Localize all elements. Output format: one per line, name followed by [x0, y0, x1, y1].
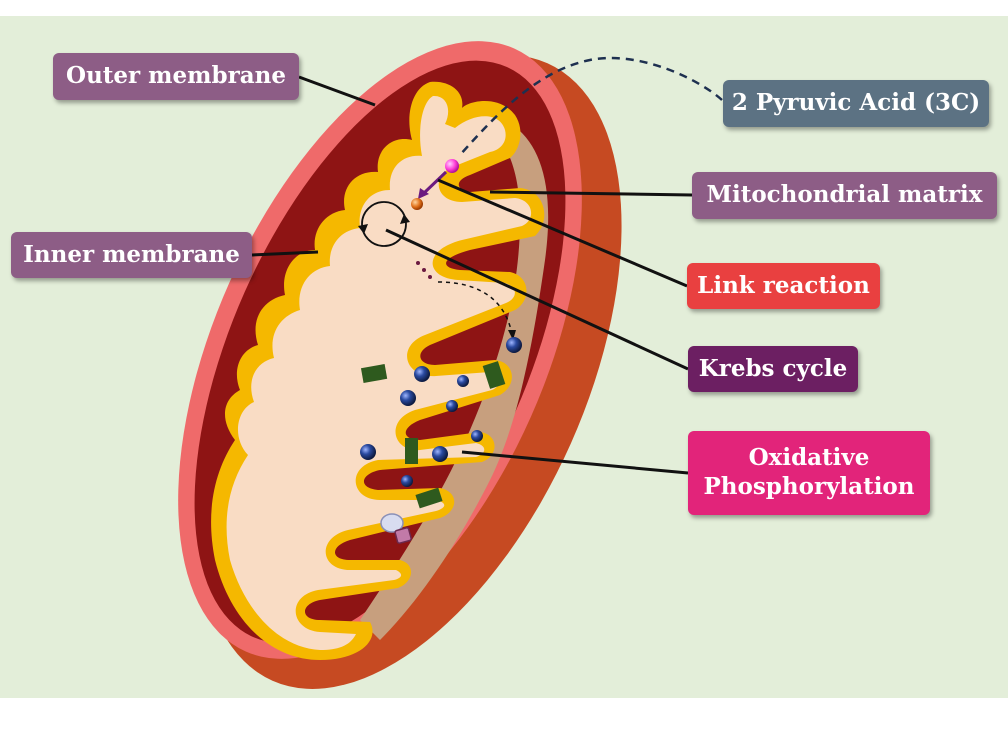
electron-carrier [432, 446, 448, 462]
mitochondrial-matrix-text: Mitochondrial matrix [706, 181, 983, 209]
inner-membrane-text: Inner membrane [23, 240, 240, 268]
electron-carrier [506, 337, 522, 353]
protein-complex [360, 364, 388, 383]
phosphorylation-line: Phosphorylation [703, 473, 915, 500]
link-arrow [422, 170, 448, 195]
mitochondrial-matrix-label: Mitochondrial matrix [692, 172, 997, 219]
oxidative-line: Oxidative [748, 444, 870, 472]
krebs-cycle-symbol [358, 201, 410, 247]
protein-complex [482, 361, 506, 389]
electron-carrier [400, 390, 416, 406]
electron-carrier [446, 400, 458, 412]
bottom-margin [0, 698, 1008, 747]
link-reaction-leader [437, 178, 688, 288]
pyruvic-acid-text: 2 Pyruvic Acid (3C) [731, 89, 981, 117]
electron-flow-path [416, 261, 516, 340]
pyruvate-entry-path [459, 56, 723, 156]
electron-carrier [414, 366, 430, 382]
krebs-cycle-label: Krebs cycle [688, 346, 858, 392]
krebs-cycle-text: Krebs cycle [698, 354, 848, 382]
inner-membrane-label: Inner membrane [11, 232, 252, 278]
matrix-leader [489, 190, 693, 197]
pyruvic-acid-label: 2 Pyruvic Acid (3C) [723, 80, 989, 127]
top-margin [0, 0, 1008, 16]
inner-membrane-leader [251, 250, 319, 257]
protein-complex [415, 487, 443, 509]
electron-carrier [401, 475, 413, 487]
link-reaction-molecules [411, 159, 459, 210]
electron-transport-chain [360, 337, 522, 509]
outer-membrane-text: Outer membrane [66, 62, 286, 90]
outer-membrane-leader [298, 75, 376, 107]
outer-membrane-label: Outer membrane [53, 53, 299, 100]
krebs-cycle-leader [385, 228, 689, 371]
protein-complex [405, 438, 418, 464]
electron-carrier [471, 430, 483, 442]
link-reaction-label: Link reaction [687, 263, 880, 309]
oxidative-phosphorylation-leader [461, 450, 689, 475]
electron-carrier [457, 375, 469, 387]
oxidative-phosphorylation-label: Oxidative Phosphorylation [688, 431, 930, 515]
electron-carrier [360, 444, 376, 460]
link-reaction-text: Link reaction [697, 271, 870, 299]
leader-lines [251, 75, 693, 475]
atp-synthase [380, 513, 412, 544]
pyruvate-molecule [445, 159, 459, 173]
oxidative-phosphorylation-text: Oxidative Phosphorylation [704, 444, 915, 502]
acetyl-coa-molecule [411, 198, 423, 210]
